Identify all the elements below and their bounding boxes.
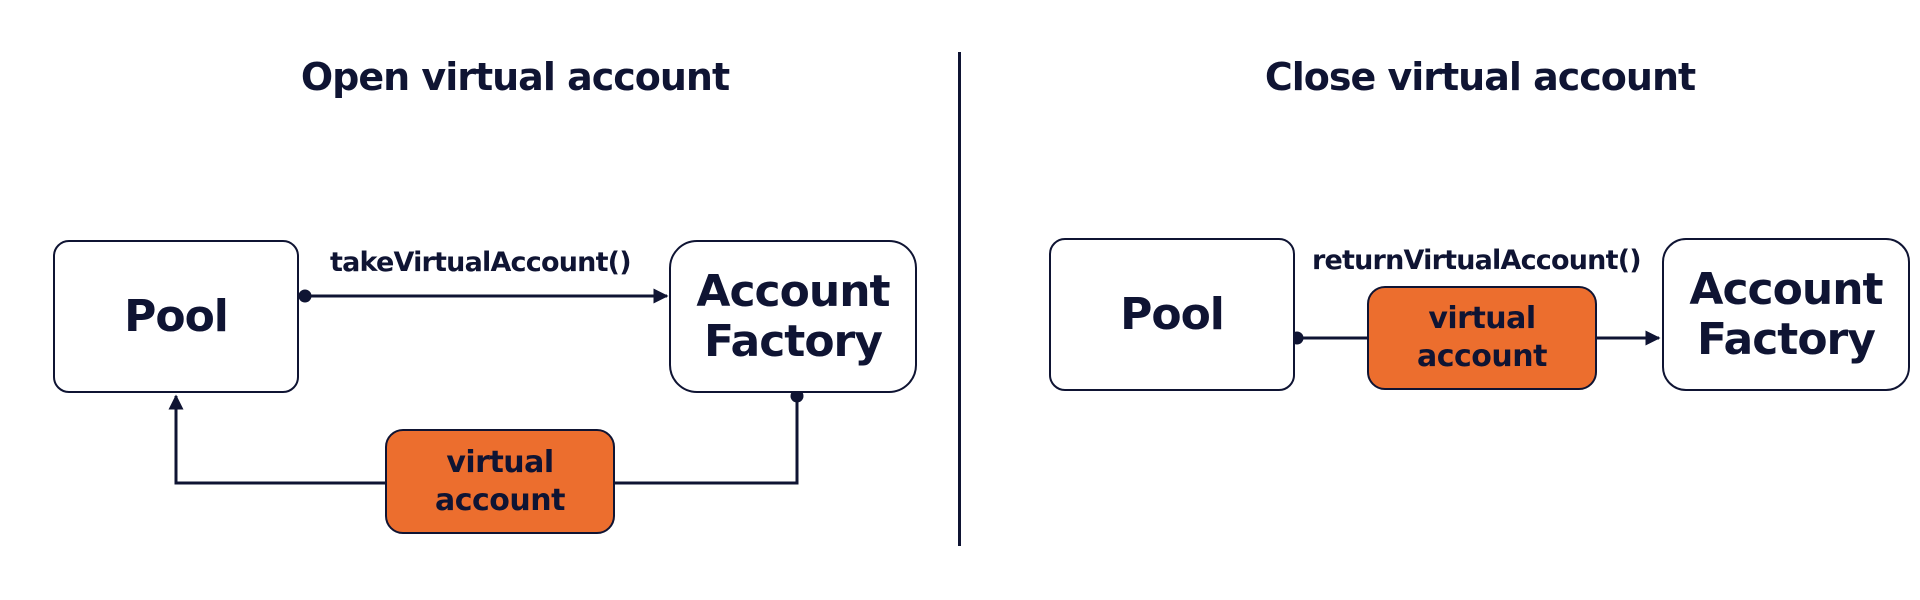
close-virtual-account-box: virtual account: [1367, 286, 1597, 390]
close-function-label: returnVirtualAccount(): [1312, 245, 1642, 276]
close-account-factory-box: Account Factory: [1662, 238, 1910, 391]
close-account-factory-label: Account Factory: [1689, 263, 1883, 365]
open-virtual-account-box: virtual account: [385, 429, 615, 534]
open-account-factory-box: Account Factory: [669, 240, 917, 393]
open-virtual-account-label: virtual account: [435, 444, 565, 518]
open-take-arrow-origin-dot: [298, 289, 312, 303]
panel-divider: [958, 52, 961, 546]
open-pool-box: Pool: [53, 240, 299, 393]
open-pool-label: Pool: [124, 290, 229, 342]
close-virtual-account-label: virtual account: [1417, 301, 1547, 374]
close-pool-box: Pool: [1049, 238, 1295, 391]
open-panel-title: Open virtual account: [300, 55, 730, 99]
open-account-factory-label: Account Factory: [696, 265, 890, 367]
close-pool-label: Pool: [1120, 288, 1225, 340]
open-function-label: takeVirtualAccount(): [330, 247, 632, 278]
close-panel-title: Close virtual account: [1264, 55, 1696, 99]
